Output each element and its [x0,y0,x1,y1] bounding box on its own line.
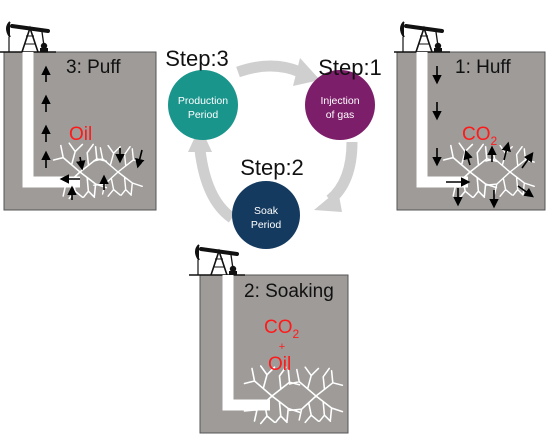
soak-circle [232,181,300,249]
huff-fluid-subscript: 2 [491,134,498,148]
soaking-fluid-label: CO2 [264,317,300,341]
injection-step: Injection of gas Step:1 [305,55,382,140]
flow-arrow-icon [41,65,145,200]
production-circle-line1: Production [178,95,228,107]
huff-panel-title: 1: Huff [455,57,511,78]
puff-fluid-label: Oil [69,124,92,145]
soak-period-step: Soak Period Step:2 [232,155,304,249]
soaking-second-fluid-label: Oil [268,354,291,375]
pumpjack-icon [187,243,247,277]
soaking-fluid-subscript: 2 [293,327,300,341]
step3-label: Step:3 [165,46,229,71]
production-circle-line2: Period [188,109,219,121]
production-circle [168,70,238,140]
pumpjack-icon [392,20,452,54]
production-period-step: Production Period Step:3 [165,46,238,140]
pumpjack-icon [0,20,58,54]
injection-circle [305,70,375,140]
panel-soaking: 2: Soaking CO2 + Oil [187,243,349,434]
puff-panel-title: 3: Puff [66,57,121,78]
step2-label: Step:2 [240,155,304,180]
huff-fluid-main: CO [462,124,491,145]
soaking-plus-sign: + [279,341,285,353]
soaking-wellbore [222,275,270,411]
injection-circle-line2: of gas [326,109,355,121]
panel-huff: 1: Huff CO2 [392,20,546,211]
soak-circle-line1: Soak [254,205,279,217]
panel-puff: 3: Puff Oil [0,20,157,211]
flow-arrow-icon [432,66,534,209]
soak-circle-line2: Period [251,219,282,231]
soaking-fluid-main: CO [264,317,293,338]
soaking-panel-title: 2: Soaking [244,281,334,302]
injection-circle-line1: Injection [320,95,359,107]
step1-label: Step:1 [318,55,382,80]
huff-fluid-label: CO2 [462,124,498,148]
